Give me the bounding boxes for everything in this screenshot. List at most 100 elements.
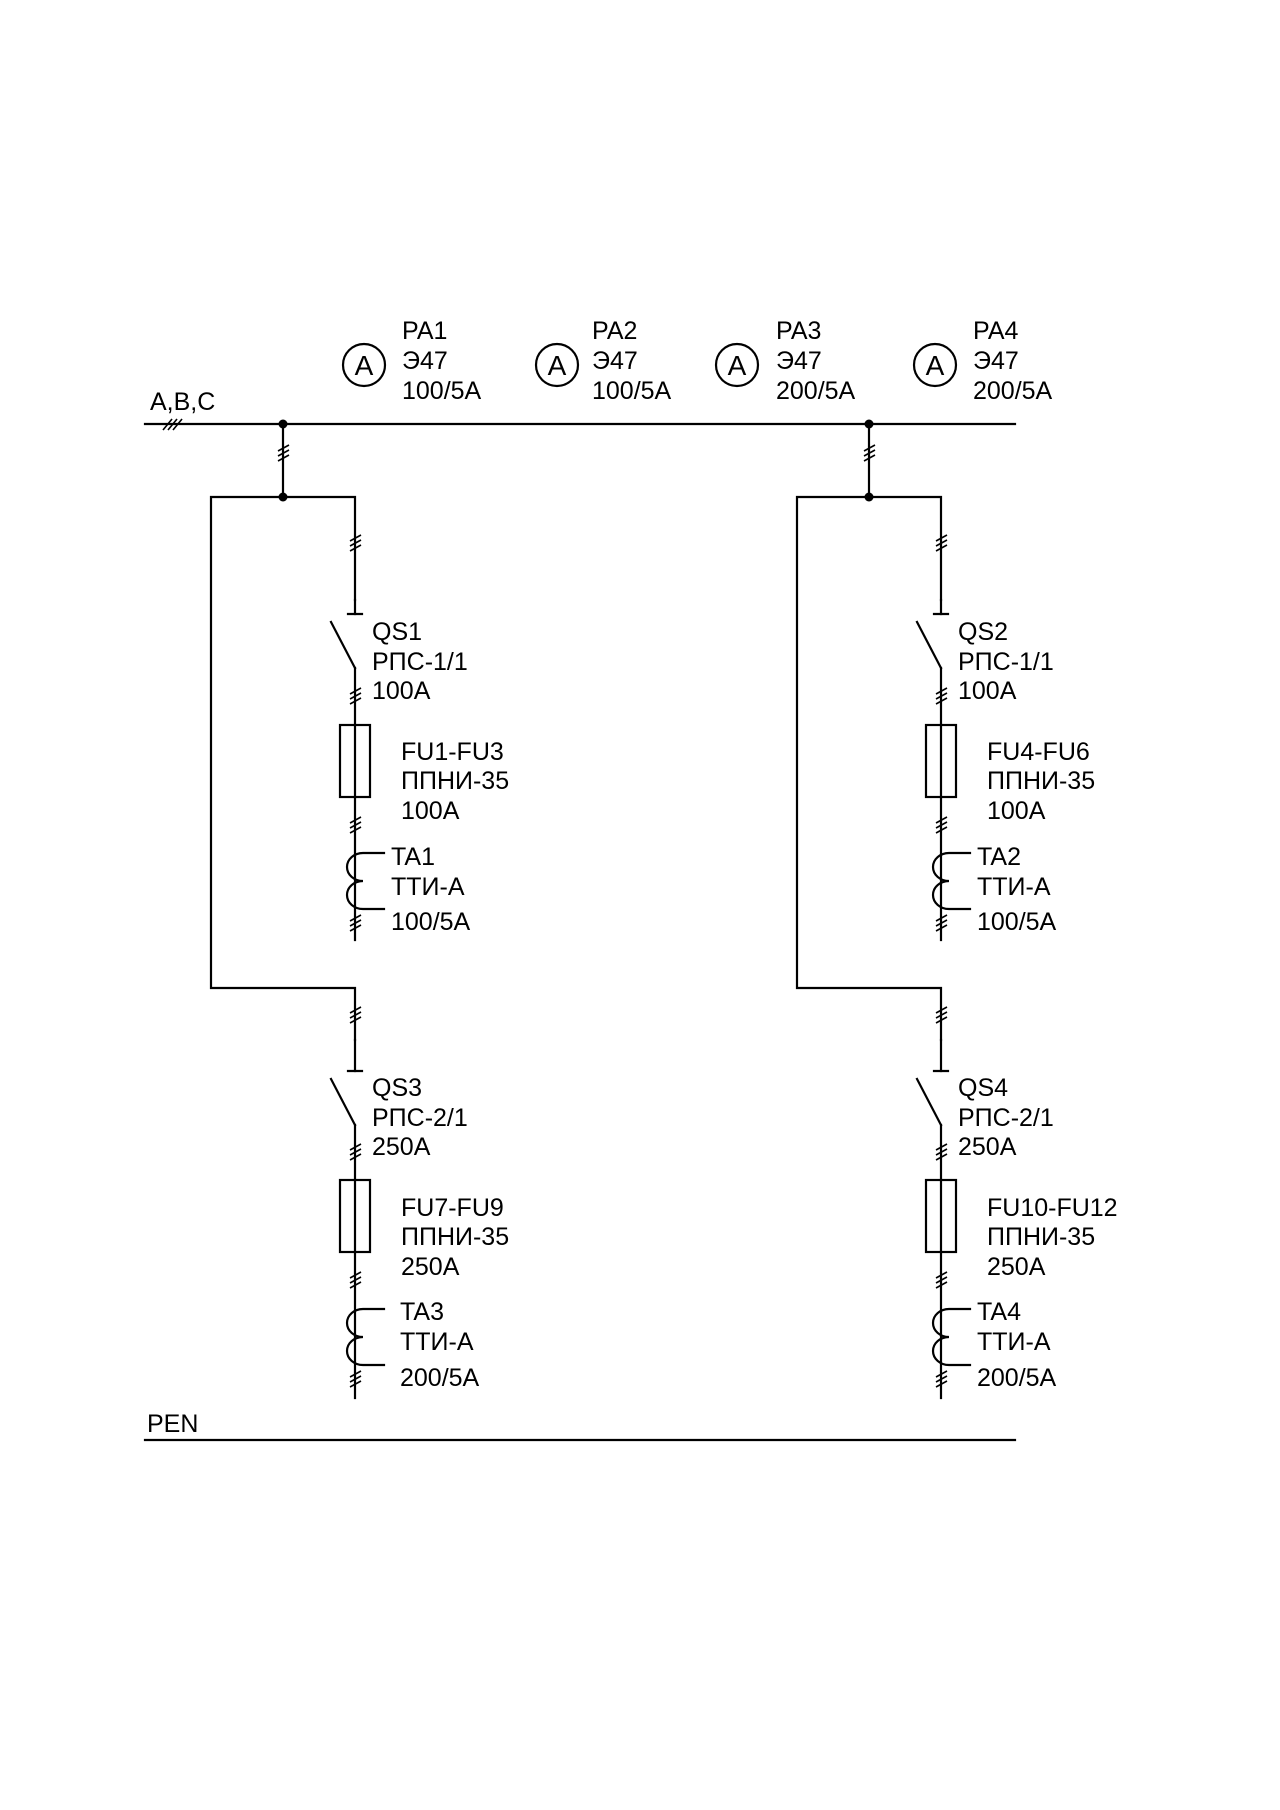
ammeter-pa2-ref: PA2 — [592, 317, 637, 345]
ammeter-pa3-symbol-letter: A — [728, 350, 747, 381]
unit-3-feed-three-phase-mark — [349, 1006, 362, 1024]
unit-3-switch-three-phase-mark — [349, 1143, 362, 1161]
unit-1-switch-ref: QS1 — [372, 618, 422, 646]
right-feeder-wiring — [795, 419, 943, 1042]
unit-2-switch-rating: 100A — [958, 677, 1017, 705]
unit-4-fuse-type: ППНИ-35 — [987, 1223, 1095, 1251]
left-drop-three-phase-mark — [277, 444, 290, 462]
ammeter-pa2: A PA2 Э47 100/5A — [534, 317, 672, 405]
ammeter-pa1-symbol — [341, 342, 387, 388]
unit-2-disconnector-symbol — [915, 598, 950, 727]
ammeter-pa3: A PA3 Э47 200/5A — [714, 317, 856, 405]
unit-3-switch-rating: 250A — [372, 1133, 431, 1161]
unit-4-fuse-ref: FU10-FU12 — [987, 1194, 1118, 1222]
pen-conductor: PEN — [143, 1410, 1017, 1442]
ammeter-pa4-type: Э47 — [973, 347, 1019, 375]
unit-2-fuse-ref: FU4-FU6 — [987, 738, 1090, 766]
unit-2-fuse-type: ППНИ-35 — [987, 767, 1095, 795]
unit-1: QS1 РПС-1/1 100A FU1-FU3 ППНИ-35 100A TA… — [329, 534, 509, 942]
unit-1-fuse-three-phase-mark — [349, 816, 362, 834]
ammeter-pa2-symbol — [534, 342, 580, 388]
unit-2-switch-type: РПС-1/1 — [958, 648, 1054, 676]
unit-2: QS2 РПС-1/1 100A FU4-FU6 ППНИ-35 100A TA… — [915, 534, 1095, 942]
unit-2-ct-ref: TA2 — [977, 843, 1021, 871]
unit-1-switch-type: РПС-1/1 — [372, 648, 468, 676]
ammeter-pa2-symbol-letter: A — [548, 350, 567, 381]
unit-3-fuse-rating: 250A — [401, 1253, 460, 1281]
unit-3-current-transformer-symbol — [345, 1307, 386, 1367]
unit-2-ct-rating: 100/5A — [977, 908, 1057, 936]
unit-1-switch-rating: 100A — [372, 677, 431, 705]
unit-1-fuse-ref: FU1-FU3 — [401, 738, 504, 766]
unit-4-disconnector-symbol — [915, 1038, 950, 1182]
unit-4-switch-ref: QS4 — [958, 1074, 1008, 1102]
ammeter-pa4-rating: 200/5A — [973, 377, 1053, 405]
ammeter-pa1-ref: PA1 — [402, 317, 447, 345]
unit-1-ct-rating: 100/5A — [391, 908, 471, 936]
unit-2-switch-three-phase-mark — [935, 687, 948, 705]
unit-3-fuse-three-phase-mark — [349, 1271, 362, 1289]
unit-2-fuse-rating: 100A — [987, 797, 1046, 825]
ammeter-pa1-symbol-letter: A — [355, 350, 374, 381]
unit-1-ct-three-phase-mark — [349, 914, 362, 932]
unit-4-switch-three-phase-mark — [935, 1143, 948, 1161]
ammeter-pa3-type: Э47 — [776, 347, 822, 375]
left-branch-wire — [209, 495, 357, 1042]
left-main-wire — [281, 495, 357, 602]
unit-3-ct-three-phase-mark — [349, 1370, 362, 1388]
unit-3-switch-ref: QS3 — [372, 1074, 422, 1102]
unit-4-switch-rating: 250A — [958, 1133, 1017, 1161]
ammeter-pa4-symbol-letter: A — [926, 350, 945, 381]
ammeter-pa1: A PA1 Э47 100/5A — [341, 317, 482, 405]
unit-1-switch-three-phase-mark — [349, 687, 362, 705]
ammeter-pa4-ref: PA4 — [973, 317, 1018, 345]
ammeter-pa2-type: Э47 — [592, 347, 638, 375]
supply-bus: A,B,C — [143, 388, 1017, 431]
unit-2-ct-type: ТТИ-А — [977, 873, 1051, 901]
supply-bus-three-phase-mark — [162, 418, 183, 431]
unit-2-current-transformer-symbol — [931, 851, 972, 911]
unit-3: QS3 РПС-2/1 250A FU7-FU9 ППНИ-35 250A TA… — [329, 1006, 509, 1400]
unit-3-ct-ref: TA3 — [400, 1298, 444, 1326]
ammeter-pa3-symbol — [714, 342, 760, 388]
unit-3-ct-rating: 200/5A — [400, 1364, 480, 1392]
unit-4-switch-type: РПС-2/1 — [958, 1104, 1054, 1132]
right-drop-three-phase-mark — [863, 444, 876, 462]
supply-bus-label: A,B,C — [150, 388, 215, 416]
unit-1-ct-ref: TA1 — [391, 843, 435, 871]
unit-1-fuse-rating: 100A — [401, 797, 460, 825]
unit-1-ct-type: ТТИ-А — [391, 873, 465, 901]
unit-3-disconnector-symbol — [329, 1038, 364, 1182]
unit-4-feed-three-phase-mark — [935, 1006, 948, 1024]
ammeter-pa4: A PA4 Э47 200/5A — [912, 317, 1053, 405]
unit-4-ct-rating: 200/5A — [977, 1364, 1057, 1392]
unit-4-ct-type: ТТИ-А — [977, 1328, 1051, 1356]
right-main-wire — [867, 495, 943, 602]
ammeter-pa1-type: Э47 — [402, 347, 448, 375]
unit-4-current-transformer-symbol — [931, 1307, 972, 1367]
unit-1-feed-three-phase-mark — [349, 534, 362, 552]
unit-4-fuse-rating: 250A — [987, 1253, 1046, 1281]
ammeter-pa3-rating: 200/5A — [776, 377, 856, 405]
unit-1-fuse-type: ППНИ-35 — [401, 767, 509, 795]
unit-3-switch-type: РПС-2/1 — [372, 1104, 468, 1132]
unit-1-current-transformer-symbol — [345, 851, 386, 911]
unit-4-ct-three-phase-mark — [935, 1370, 948, 1388]
unit-3-ct-type: ТТИ-А — [400, 1328, 474, 1356]
unit-3-fuse-type: ППНИ-35 — [401, 1223, 509, 1251]
unit-1-disconnector-symbol — [329, 598, 364, 727]
pen-label: PEN — [147, 1410, 198, 1438]
ammeter-pa4-symbol — [912, 342, 958, 388]
ammeter-pa2-rating: 100/5A — [592, 377, 672, 405]
unit-4: QS4 РПС-2/1 250A FU10-FU12 ППНИ-35 250A … — [915, 1006, 1118, 1400]
unit-4-fuse-three-phase-mark — [935, 1271, 948, 1289]
ammeter-pa1-rating: 100/5A — [402, 377, 482, 405]
unit-2-fuse-three-phase-mark — [935, 816, 948, 834]
right-branch-wire — [795, 495, 943, 1042]
ammeter-pa3-ref: PA3 — [776, 317, 821, 345]
unit-4-ct-ref: TA4 — [977, 1298, 1021, 1326]
unit-2-ct-three-phase-mark — [935, 914, 948, 932]
unit-3-fuse-ref: FU7-FU9 — [401, 1194, 504, 1222]
left-feeder-wiring — [209, 419, 357, 1042]
